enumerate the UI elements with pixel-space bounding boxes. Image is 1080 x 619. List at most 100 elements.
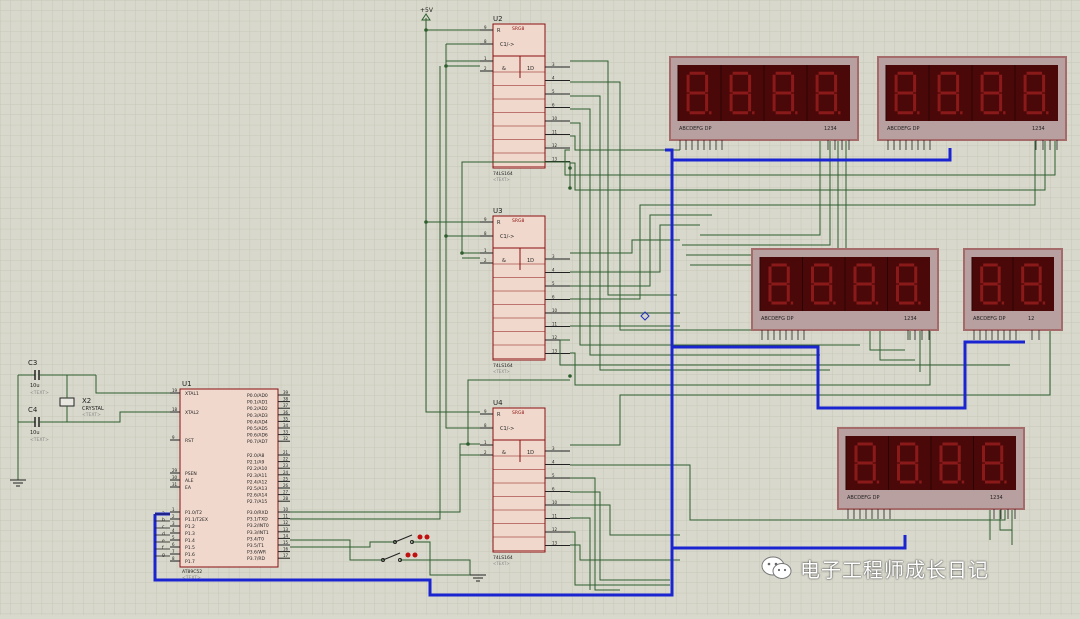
wire <box>570 140 1046 191</box>
mcu-pin-number: 15 <box>283 540 289 545</box>
mcu-pin-number: 12 <box>283 520 289 525</box>
mcu-text: <TEXT> <box>182 575 201 581</box>
sr-right-pin-number: 6 <box>552 487 555 492</box>
sr-left-pin-number: 2 <box>484 258 487 263</box>
junction <box>460 251 464 255</box>
junction <box>568 186 572 190</box>
wire <box>570 330 931 386</box>
mcu-pin-number: 8 <box>172 556 175 561</box>
mcu-bus-label: b <box>162 517 165 523</box>
mcu-pin-number: 31 <box>172 482 178 487</box>
wire <box>879 330 915 361</box>
display-common-label: 1234 <box>1032 126 1045 132</box>
crystal-text: <TEXT> <box>82 412 101 418</box>
mcu-pin-name: P0.3/AD3 <box>247 413 268 419</box>
sr-right-pin-number: 11 <box>552 130 558 135</box>
sr-right-pin-number: 11 <box>552 322 558 327</box>
sr-right-pin-number: 5 <box>552 281 555 286</box>
sr-clock-label: C1/-> <box>500 42 514 48</box>
mcu-pin-number: 13 <box>283 527 289 532</box>
wire <box>564 140 1056 176</box>
sr-srg-label: SRG8 <box>512 410 524 416</box>
mcu-pin-name: P2.5/A13 <box>247 486 267 492</box>
sr-left-pin-number: 9 <box>484 217 487 222</box>
sr-right-pin-number: 10 <box>552 116 558 121</box>
mcu-left-pins: 19XTAL118XTAL29RST29PSEN30ALE31EA1P1.0/T… <box>162 388 208 565</box>
mcu-pin-number: 19 <box>172 388 178 393</box>
mcu-pin-name: P2.6/A14 <box>247 493 267 499</box>
sr-left-pin-number: 8 <box>484 39 487 44</box>
wire <box>700 140 821 236</box>
c4-text: <TEXT> <box>30 437 49 443</box>
wire <box>570 122 860 346</box>
mcu-pin-number: 4 <box>172 528 175 533</box>
switches <box>381 534 486 582</box>
wire <box>290 541 395 548</box>
sr-text: <TEXT> <box>493 177 510 182</box>
sr-right-pin-number: 3 <box>552 446 555 451</box>
mcu-right-pins: 39P0.0/AD038P0.1/AD137P0.2/AD236P0.3/AD3… <box>247 390 290 562</box>
junction <box>424 220 428 224</box>
display-segment-label: ABCDEFG DP <box>973 316 1005 322</box>
junction <box>568 374 572 378</box>
mcu-pin-number: 24 <box>283 470 289 475</box>
sr-reset-label: R <box>497 220 501 226</box>
mcu-pin-name: P3.1/TXD <box>247 517 268 523</box>
sr-srg-label: SRG8 <box>512 218 524 224</box>
wire <box>570 214 712 287</box>
display-segment-label: ABCDEFG DP <box>847 495 879 501</box>
mcu-bus-label: c <box>162 525 165 530</box>
mcu-pin-number: 33 <box>283 430 289 435</box>
wire <box>570 224 700 273</box>
mcu-pin-number: 34 <box>283 423 289 428</box>
wire <box>570 140 1036 300</box>
sr-left-pin-number: 1 <box>484 440 487 445</box>
bus-line <box>153 148 952 597</box>
sr-text: <TEXT> <box>493 561 510 566</box>
junction <box>568 166 572 170</box>
mcu-pin-name: P1.2 <box>185 524 195 530</box>
sr-d-label: 1D <box>527 450 534 456</box>
bus-line <box>672 535 907 550</box>
sr-right-pin-number: 6 <box>552 295 555 300</box>
wire <box>570 239 680 254</box>
wire <box>570 60 677 296</box>
sr-text: <TEXT> <box>493 369 510 374</box>
mcu-pin-number: 5 <box>172 535 175 540</box>
display-common-label: 12 <box>1028 316 1034 322</box>
mcu-pin-name: P2.4/A12 <box>247 479 267 485</box>
mcu-bus-label: f <box>162 545 164 551</box>
wire <box>570 517 591 590</box>
sr-left-pin-number: 1 <box>484 56 487 61</box>
mcu-pin-name: P1.0/T2 <box>185 510 202 516</box>
shift-registers: U2SRG8RC1/->&1D981234561011121374LS164<T… <box>480 15 570 566</box>
mcu-pin-number: 22 <box>283 457 289 462</box>
sr-left-pin-number: 1 <box>484 248 487 253</box>
mcu-pin-name: P1.1/T2EX <box>185 517 208 523</box>
wire <box>570 330 1051 446</box>
mcu-bus-label: e <box>162 539 165 544</box>
mcu-pin-name: P3.6/WR <box>247 550 266 556</box>
sr-and-label: & <box>502 258 506 264</box>
sr-ref: U2 <box>493 15 503 23</box>
mcu-bus-label: d <box>162 531 165 537</box>
probe-marker <box>640 311 650 321</box>
mcu-pin-name: P1.4 <box>185 538 195 544</box>
mcu-pin-name: P1.6 <box>185 552 195 558</box>
mcu-pin-number: 32 <box>283 436 289 441</box>
wire <box>400 559 471 575</box>
sr-right-pin-number: 11 <box>552 514 558 519</box>
sr-part: 74LS164 <box>493 555 513 561</box>
wire <box>290 66 441 520</box>
wire <box>559 339 1010 366</box>
sr-and-label: & <box>502 66 506 72</box>
sr-right-pin-number: 4 <box>552 76 555 81</box>
mcu-pin-name: P3.5/T1 <box>247 543 264 549</box>
mcu-pin-number: 16 <box>283 547 289 552</box>
mcu-pin-name: P1.5 <box>185 545 195 551</box>
display-segment-label: ABCDEFG DP <box>679 126 711 132</box>
shift-register-u2: U2SRG8RC1/->&1D981234561011121374LS164<T… <box>480 15 570 182</box>
shift-register-u4: U4SRG8RC1/->&1D981234561011121374LS164<T… <box>480 399 570 566</box>
